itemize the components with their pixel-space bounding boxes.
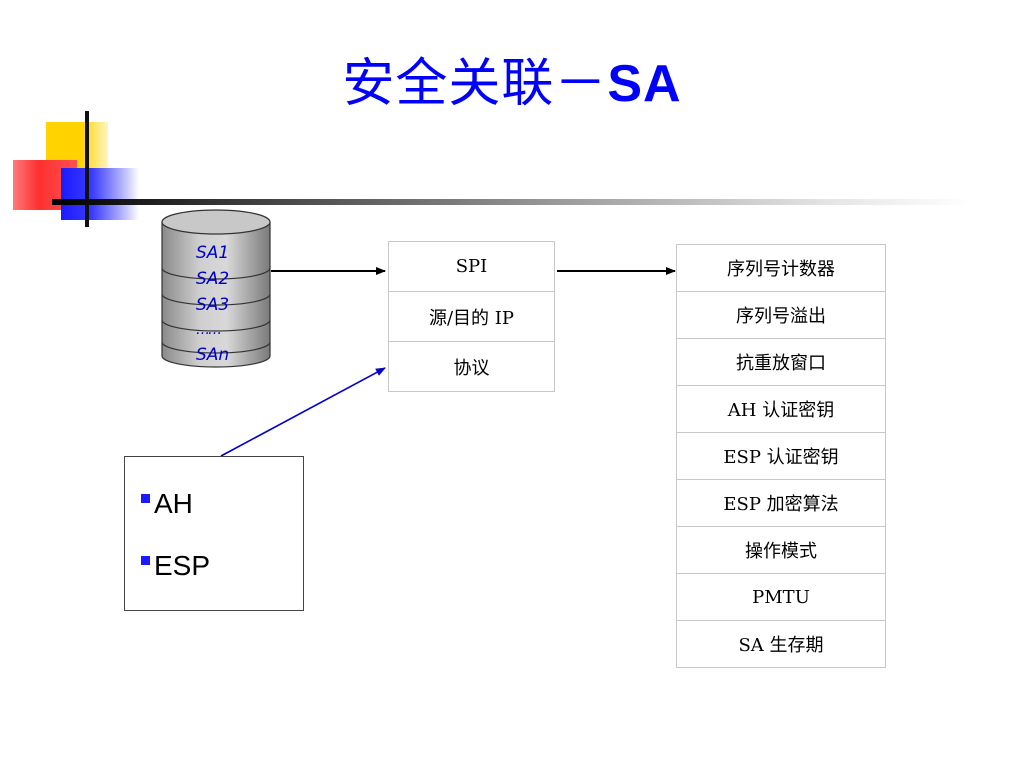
db-entry: SA3 <box>196 295 230 315</box>
sa-param-cell: 操作模式 <box>676 526 886 574</box>
sa-param-cell: AH 认证密钥 <box>676 385 886 433</box>
sa-param-cell: ESP 认证密钥 <box>676 432 886 480</box>
db-entry: SA1 <box>196 243 230 263</box>
db-entry: …… <box>196 322 222 338</box>
sa-database-cylinder <box>161 209 271 368</box>
sa-param-cell: 序列号溢出 <box>676 291 886 339</box>
slide-title: 安全关联－SA <box>0 48 1024 120</box>
protocol-box: AH ESP <box>124 456 304 611</box>
sa-param-cell: ESP 加密算法 <box>676 479 886 527</box>
square-bullet-icon <box>141 556 150 565</box>
sa-param-cell: 序列号计数器 <box>676 244 886 292</box>
protocol-item: ESP <box>141 550 210 582</box>
db-entry: SAn <box>196 345 230 365</box>
sa-param-cell: 抗重放窗口 <box>676 338 886 386</box>
slide-title-suffix: SA <box>607 55 682 113</box>
sa-field-cell: 协议 <box>388 341 555 392</box>
sa-parameter-table: 序列号计数器 序列号溢出 抗重放窗口 AH 认证密钥 ESP 认证密钥 ESP … <box>676 244 886 668</box>
sa-param-cell: PMTU <box>676 573 886 621</box>
sa-param-cell: SA 生存期 <box>676 620 886 668</box>
square-bullet-icon <box>141 494 150 503</box>
arrow-protocols-to-field <box>220 367 386 457</box>
slide-title-main: 安全关联－ <box>342 54 608 114</box>
sa-field-cell: SPI <box>388 241 555 292</box>
protocol-item: AH <box>141 488 193 520</box>
sa-field-cell: 源/目的 IP <box>388 291 555 342</box>
title-divider-line <box>52 199 972 205</box>
decor-vertical-line <box>85 111 89 227</box>
protocol-label: AH <box>154 488 193 519</box>
db-entry: SA2 <box>196 269 230 289</box>
protocol-label: ESP <box>154 550 211 581</box>
sa-selector-table: SPI 源/目的 IP 协议 <box>388 241 555 392</box>
decor-blue-square <box>61 168 139 220</box>
